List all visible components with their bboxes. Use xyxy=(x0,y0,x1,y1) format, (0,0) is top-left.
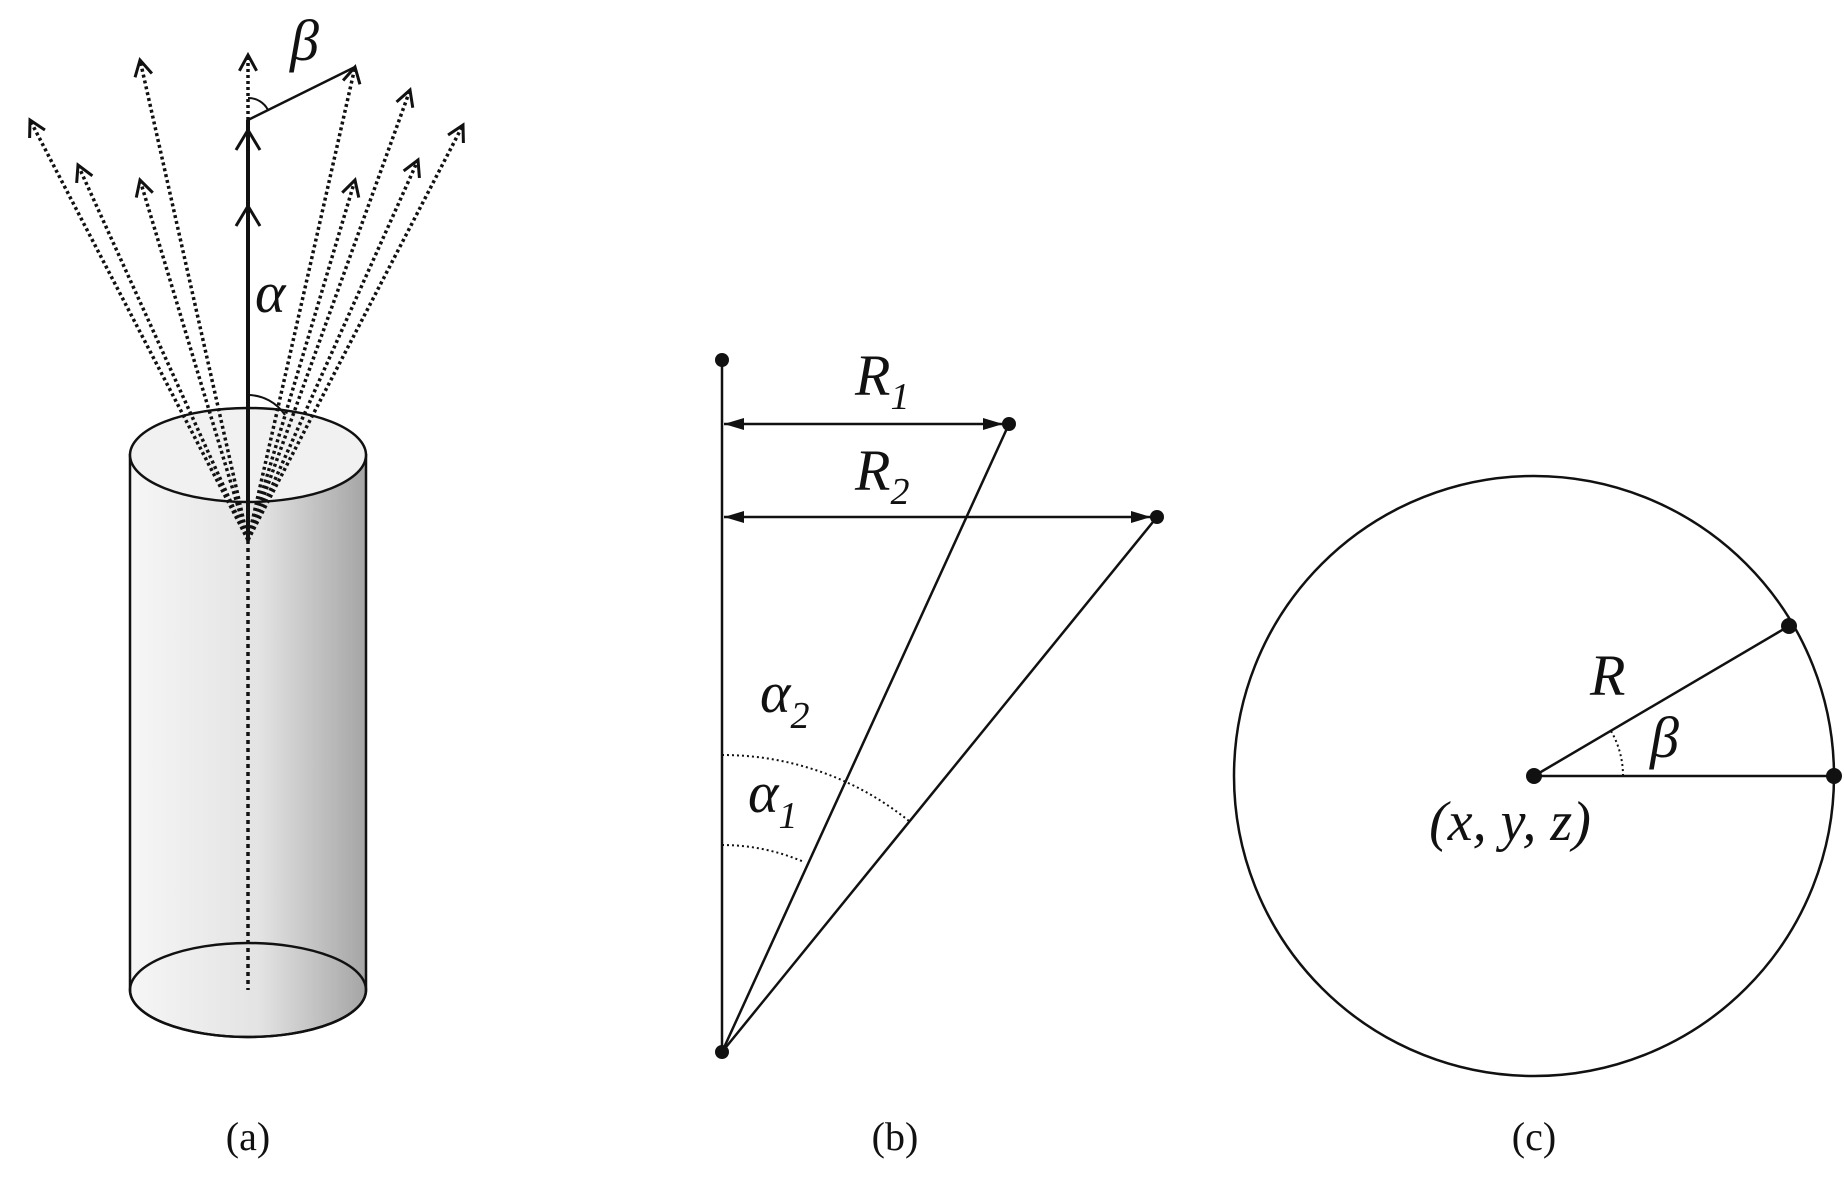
alpha1-arc xyxy=(721,844,805,863)
label-beta-a: β xyxy=(289,8,319,73)
beta-arc-a xyxy=(247,96,269,111)
panel-a: α β (a) xyxy=(28,8,465,1159)
emission-ray-head-8 xyxy=(402,157,421,179)
label-r: R xyxy=(1589,643,1625,708)
emission-ray-head-10 xyxy=(447,122,465,144)
emission-ray-head-1 xyxy=(28,117,46,139)
emission-ray-7 xyxy=(246,179,357,541)
label-r1: R1 xyxy=(854,343,909,418)
emission-ray-head-5 xyxy=(238,51,258,72)
apex-point xyxy=(715,1045,729,1059)
emission-rays xyxy=(28,51,465,541)
label-r2: R2 xyxy=(854,438,909,513)
beta-arc-c xyxy=(1610,730,1625,777)
slant-line-1 xyxy=(720,423,1011,1053)
label-alpha-a: α xyxy=(255,260,287,325)
horizontal-endpoint xyxy=(1826,768,1842,784)
emission-ray-head-2 xyxy=(75,162,94,184)
slant-line-2 xyxy=(721,516,1158,1053)
label-alpha2: α2 xyxy=(760,660,809,737)
emission-ray-4 xyxy=(138,59,250,541)
emission-ray-head-9 xyxy=(395,87,415,109)
label-beta-c: β xyxy=(1649,705,1679,770)
radius-endpoint xyxy=(1781,618,1797,634)
axis-top-point xyxy=(715,353,729,367)
caption-b: (b) xyxy=(872,1114,919,1159)
caption-a: (a) xyxy=(226,1114,270,1159)
emission-ray-6 xyxy=(246,66,357,541)
center-point xyxy=(1526,768,1542,784)
panel-c: R β (x, y, z) (c) xyxy=(1232,474,1842,1159)
caption-c: (c) xyxy=(1512,1114,1556,1159)
panel-b: R1 R2 α2 α1 (b) xyxy=(715,343,1164,1159)
central-ray-chevron-1 xyxy=(234,203,262,227)
emission-ray-head-3 xyxy=(134,177,154,198)
radius-line xyxy=(1533,624,1790,778)
r1-endpoint xyxy=(1002,417,1016,431)
alpha-arc-a xyxy=(247,394,286,416)
emission-ray-9 xyxy=(246,89,412,541)
alpha2-arc xyxy=(721,753,910,822)
r2-endpoint xyxy=(1150,510,1164,524)
emission-ray-head-4 xyxy=(133,56,154,78)
emission-ray-head-7 xyxy=(341,177,361,198)
beta-arm xyxy=(247,65,356,122)
central-ray-chevron-2 xyxy=(234,127,262,151)
emission-ray-3 xyxy=(138,179,250,541)
label-alpha1: α1 xyxy=(748,760,797,837)
emission-ray-2 xyxy=(76,164,250,541)
label-center-coordinates: (x, y, z) xyxy=(1429,791,1591,853)
emission-ray-1 xyxy=(28,119,250,541)
